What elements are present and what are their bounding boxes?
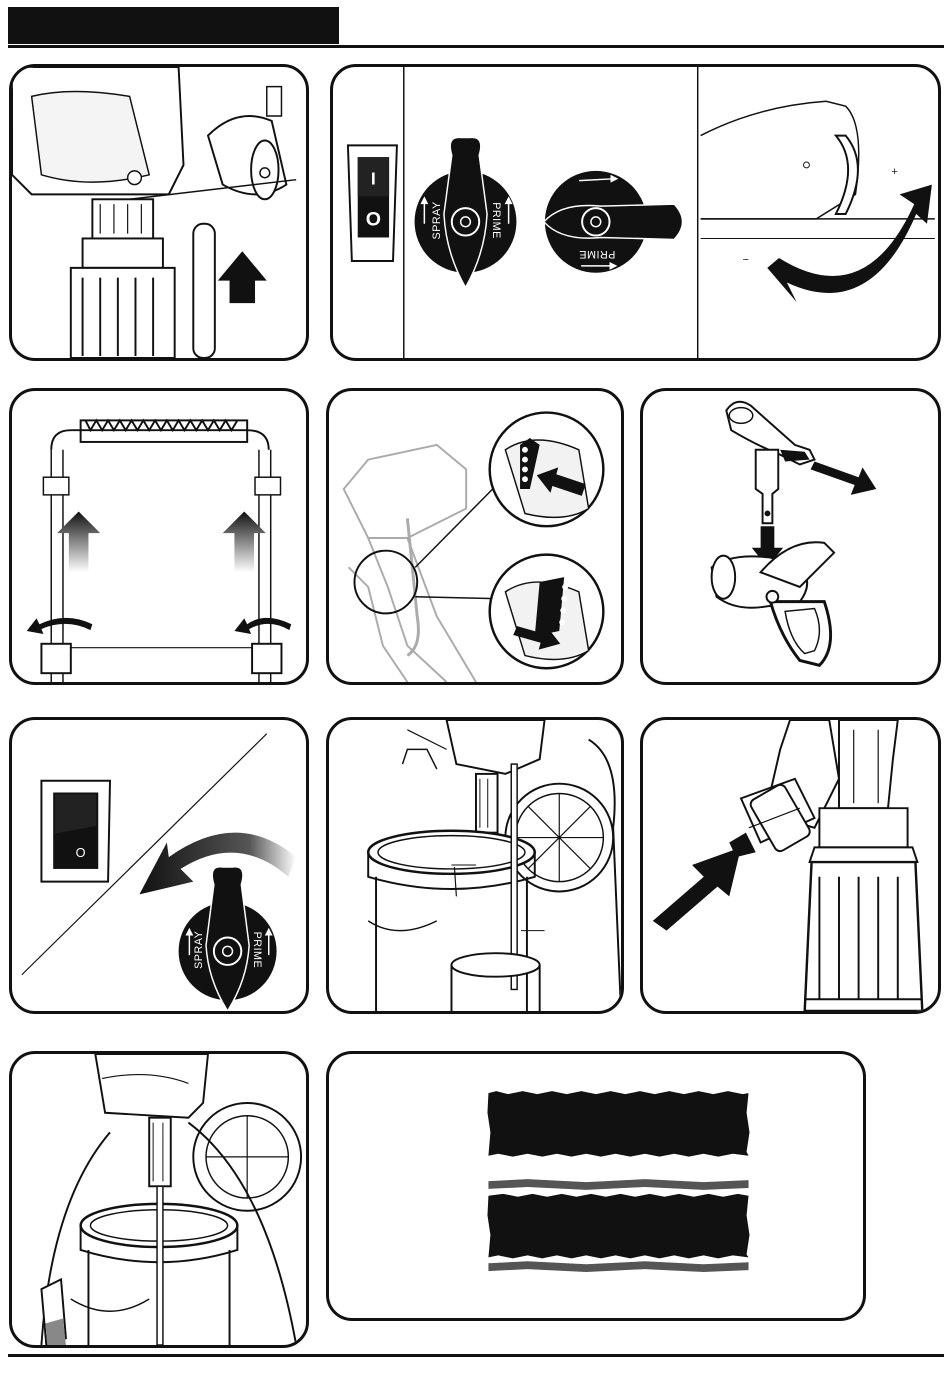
panel-tip-guard (640, 388, 941, 685)
knob-prime-label-2: PRIME (579, 248, 616, 260)
hose-attach-illustration (12, 67, 306, 358)
panel-priming-buckets (326, 717, 624, 1014)
power-switch: I O (348, 145, 397, 261)
switch-off-illustration: O SPRAY PRIME (12, 720, 306, 1011)
spray-pattern-tail-top (488, 1179, 748, 1190)
power-switch-off: O (41, 781, 110, 882)
pressure-adjust: + − (701, 101, 935, 302)
prime-spray-knob-horizontal: PRIME (544, 171, 683, 273)
trigger-lock-illustration (329, 391, 621, 682)
pressure-plus: + (892, 166, 898, 178)
panel-tip-insert (640, 717, 941, 1014)
arrow-up-right-icon (653, 847, 741, 930)
panel-switch-off: O SPRAY PRIME (9, 717, 309, 1014)
spray-pattern-tailing (487, 1194, 749, 1259)
prime-spray-knob-vertical: SPRAY PRIME (415, 137, 517, 287)
rotate-arrow-icon (27, 618, 93, 634)
header-rule (8, 45, 944, 48)
tip-insert-illustration (643, 720, 938, 1011)
switch-off-symbol: O (366, 209, 381, 231)
lift-illustration (12, 391, 306, 682)
rotate-arrow-icon (234, 618, 291, 634)
intake-bucket-illustration (12, 1054, 306, 1345)
knob-prime-label: PRIME (251, 932, 263, 969)
panel-hose-attach (9, 64, 309, 361)
spray-pattern-illustration (329, 1054, 863, 1318)
controls-illustration: I O SPRAY PRIME PRIME (333, 67, 938, 358)
priming-buckets-illustration (329, 720, 621, 1011)
footer-rule (8, 1354, 944, 1357)
arrow-right-icon (811, 462, 877, 495)
arrow-up-icon (218, 251, 267, 303)
switch-on-symbol: I (371, 169, 376, 189)
panel-controls: I O SPRAY PRIME PRIME (330, 64, 941, 361)
spray-pattern-good (487, 1091, 749, 1157)
knob-spray-label: SPRAY (431, 201, 443, 239)
pressure-minus: − (743, 254, 749, 266)
section-header-bar (8, 7, 339, 44)
tip-guard-illustration (643, 391, 938, 682)
spray-pattern-tail-bottom (488, 1261, 748, 1272)
panel-intake-bucket (9, 1051, 309, 1348)
prime-spray-knob: SPRAY PRIME (179, 867, 277, 1011)
switch-off-label: O (76, 845, 86, 860)
knob-prime-label: PRIME (490, 202, 502, 239)
panel-trigger-lock (326, 388, 624, 685)
panel-lift (9, 388, 309, 685)
knob-spray-label: SPRAY (193, 931, 205, 969)
panel-spray-pattern (326, 1051, 866, 1321)
